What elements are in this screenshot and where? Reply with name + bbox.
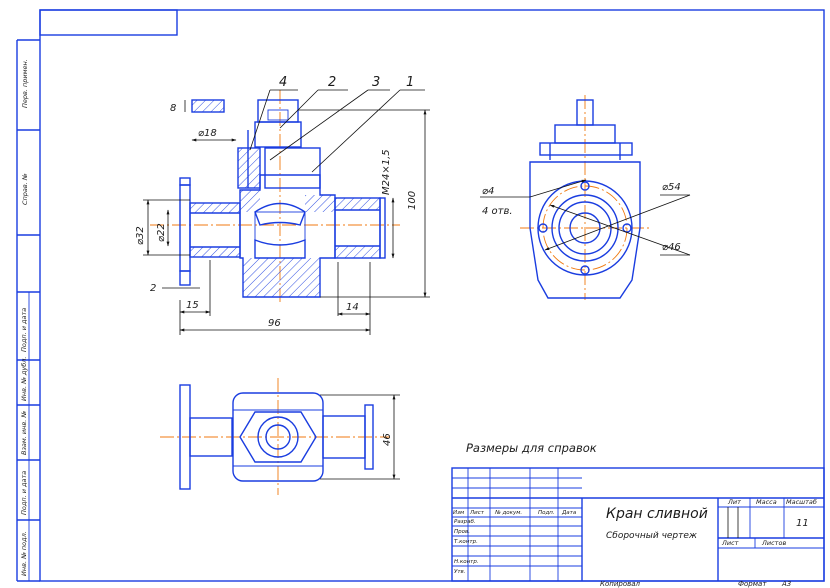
stamp-row-prov: Пров. (454, 529, 470, 535)
dim-15: 15 (186, 300, 199, 311)
side-view: ⌀4 4 отв. ⌀54 ⌀46 (480, 95, 691, 300)
stamp-sheets: Листов (761, 539, 786, 547)
stamp-row-tkontr: Т.контр. (454, 539, 478, 545)
top-view: 46 (160, 378, 400, 495)
callouts: 4 2 3 1 (249, 75, 425, 173)
dim-d32: ⌀32 (135, 226, 146, 245)
stamp-col-date: Дата (561, 510, 577, 516)
drawing-frame (16, 9, 825, 582)
side-label-3: Подп. и дата (20, 308, 28, 352)
callout-2: 2 (328, 75, 336, 90)
side-label-1: Перв. примен. (21, 59, 29, 108)
dim-thread: M24×1,5 (381, 149, 392, 195)
side-label-2: Справ. № (21, 173, 29, 205)
dim-46: 46 (382, 433, 393, 446)
drawing-title: Кран сливной (606, 506, 708, 522)
callout-4: 4 (279, 75, 287, 90)
stamp-scale: Масштаб (786, 498, 817, 506)
dim-d46c: ⌀46 (662, 242, 681, 253)
footer-format: Формат (738, 580, 767, 588)
callout-1: 1 (406, 75, 414, 90)
dim-d22: ⌀22 (156, 223, 167, 242)
stamp-row-razrab: Разраб. (454, 519, 476, 525)
dim-d54: ⌀54 (662, 182, 681, 193)
stamp-col-sign: Подп. (538, 510, 555, 516)
dim-8: 8 (170, 103, 176, 114)
stamp-mass: Масса (756, 498, 777, 506)
side-label-5: Взам. инв. № (20, 411, 28, 455)
callout-3: 3 (372, 75, 380, 90)
dim-d18: ⌀18 (198, 128, 217, 139)
stamp-lit: Лит (727, 498, 741, 506)
stamp-col-izm: Изм (453, 510, 464, 516)
stamp-col-doc: № докум. (494, 510, 522, 516)
side-label-4: Инв. № дубл. (20, 357, 28, 401)
side-label-6: Подп. и дата (20, 471, 28, 515)
note-reference-dims: Размеры для справок (466, 441, 597, 455)
dim-holes: 4 отв. (482, 206, 513, 217)
drawing-subtitle: Сборочный чертеж (606, 531, 698, 541)
title-block: Изм Лист № докум. Подп. Дата Разраб. Про… (451, 467, 825, 582)
dim-14: 14 (346, 302, 359, 313)
front-section-view (150, 90, 400, 305)
stamp-col-list: Лист (469, 510, 485, 516)
dim-96: 96 (268, 318, 281, 329)
stamp-row-nkontr: Н.контр. (454, 559, 479, 565)
stamp-row-utv: Утв. (454, 569, 466, 575)
stamp-sheet: Лист (721, 539, 739, 547)
dim-100: 100 (407, 191, 418, 210)
side-label-7: Инв. № подл. (20, 531, 28, 576)
side-strip: Перв. примен. Справ. № Подп. и дата Инв.… (20, 59, 29, 576)
stamp-scale-value: 11 (796, 518, 809, 529)
footer-format-value: А3 (781, 580, 791, 588)
dim-2: 2 (150, 283, 156, 294)
front-dimensions: 8 ⌀18 ⌀32 ⌀22 M24×1,5 100 2 15 14 (135, 100, 430, 335)
footer-copied: Копировал (600, 580, 641, 588)
dim-d4: ⌀4 (482, 186, 494, 197)
